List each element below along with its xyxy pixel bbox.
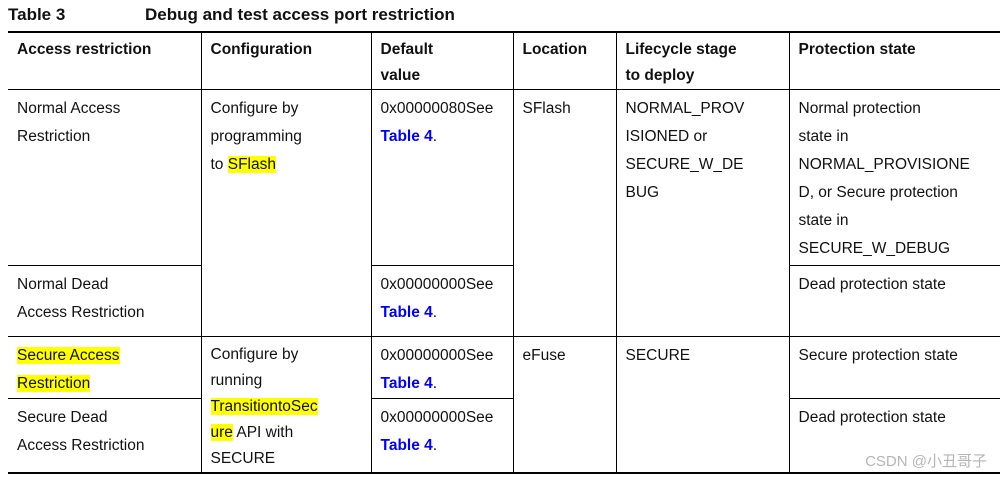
default-value-cell: 0x00000000See Table 4. — [370, 398, 513, 474]
protection-state-cell: Dead protection state — [788, 265, 1000, 337]
table-row: Normal Access Restriction Configure by p… — [8, 89, 1000, 337]
access-restriction-cell: Normal Dead Access Restriction — [8, 265, 201, 337]
access-restriction-cell: Normal Access Restriction — [8, 89, 201, 266]
default-value-cell: 0x00000000See Table 4. — [370, 336, 513, 400]
default-value-cell: 0x00000080See Table 4. — [370, 89, 513, 266]
table4-ref-link[interactable]: Table 4 — [380, 375, 433, 392]
table-caption: Debug and test access port restriction — [145, 5, 455, 24]
highlighted-text: TransitiontoSec — [210, 398, 318, 415]
see-label: See — [465, 409, 494, 427]
see-ref: See Table 4. — [381, 347, 494, 392]
table-number: Table 3 — [8, 5, 66, 24]
col-header-access-restriction: Access restriction — [8, 32, 201, 90]
configuration-text: API with SECURE — [210, 424, 294, 467]
configuration-cell: Configure by running TransitiontoSec ure… — [200, 336, 371, 474]
period: . — [432, 375, 438, 392]
highlighted-text: ure — [210, 424, 233, 441]
see-label: See — [465, 100, 494, 117]
location-cell: eFuse — [512, 336, 616, 474]
col-header-location: Location — [512, 32, 616, 90]
lifecycle-stage-cell: NORMAL_PROV ISIONED or SECURE_W_DE BUG — [615, 89, 789, 337]
col-header-default-value: Default value — [370, 32, 513, 90]
protection-state-cell: Dead protection state — [788, 398, 1000, 474]
col-header-protection-state: Protection state — [788, 32, 1000, 90]
see-ref: See Table 4. — [381, 409, 494, 454]
header-row: Access restriction Configuration Default… — [8, 32, 1000, 90]
col-header-configuration: Configuration — [200, 32, 371, 90]
configuration-text: Configure by programming to — [210, 100, 302, 173]
configuration-cell: Configure by programming to SFlash — [200, 89, 371, 337]
table4-ref-link[interactable]: Table 4 — [380, 437, 433, 455]
period: . — [432, 437, 438, 455]
default-value: 0x00000000 — [380, 276, 466, 293]
access-restriction-cell: Secure Dead Access Restriction — [8, 398, 201, 474]
configuration-text: Configure by running — [210, 346, 299, 389]
csdn-watermark: CSDN @小丑哥子 — [865, 453, 987, 470]
protection-state-cell: Normal protection state in NORMAL_PROVIS… — [788, 89, 1000, 266]
default-value-cell: 0x00000000See Table 4. — [370, 265, 513, 337]
see-ref: See Table 4. — [381, 100, 494, 145]
table-row: Secure Access Restriction Configure by r… — [8, 336, 1000, 474]
protection-state-cell: Secure protection state — [788, 336, 1000, 400]
table-title: Table 3 Debug and test access port restri… — [8, 5, 455, 25]
default-value: 0x00000000 — [380, 347, 466, 364]
col-header-lifecycle-stage: Lifecycle stage to deploy — [615, 32, 789, 90]
default-value: 0x00000000 — [380, 409, 466, 427]
table4-ref-link[interactable]: Table 4 — [380, 304, 433, 321]
period: . — [432, 128, 438, 145]
table4-ref-link[interactable]: Table 4 — [380, 128, 433, 145]
lifecycle-stage-cell: SECURE — [615, 336, 789, 474]
see-label: See — [465, 347, 494, 364]
highlighted-text: Secure Access Restriction — [17, 347, 120, 392]
location-cell: SFlash — [512, 89, 616, 337]
see-ref: See Table 4. — [381, 276, 494, 321]
see-label: See — [465, 276, 494, 293]
period: . — [432, 304, 438, 321]
table-row: Secure Dead Access Restriction 0x0000000… — [8, 398, 1000, 474]
table-row: Normal Dead Access Restriction 0x0000000… — [8, 265, 1000, 337]
access-restriction-table: Access restriction Configuration Default… — [8, 31, 1000, 474]
highlighted-text: SFlash — [227, 156, 276, 173]
default-value: 0x00000080 — [380, 100, 466, 117]
access-restriction-cell: Secure Access Restriction — [8, 336, 201, 400]
